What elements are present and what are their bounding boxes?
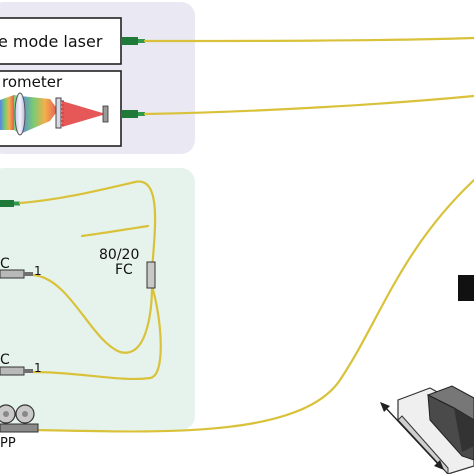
fiber-network-panel <box>0 168 195 430</box>
lower-port-name: C <box>0 352 10 368</box>
network-connector-icon <box>0 200 14 207</box>
fiber-lines <box>18 36 474 433</box>
input-beam <box>62 101 106 127</box>
input-fiber <box>18 180 157 272</box>
spectrometer-label: rometer <box>2 73 63 91</box>
spectrometer-connector-tip <box>138 112 145 116</box>
paddle-1-hub <box>3 411 9 417</box>
dispersed-beam <box>20 96 58 134</box>
motion-arrow-head-end <box>434 460 444 470</box>
paddle-base <box>0 423 39 433</box>
laser-fiber <box>143 36 474 43</box>
lower-port-number: 1 <box>34 361 42 375</box>
paddle-2-hub <box>22 411 28 417</box>
network-connector-tip <box>14 201 20 206</box>
diffraction-grating <box>55 97 62 129</box>
output-fiber <box>34 178 474 433</box>
coupler-name-label: FC <box>115 262 133 278</box>
sample-side <box>454 408 474 452</box>
upper-port-name: C <box>0 256 10 272</box>
spectrometer-connector-icon <box>121 110 138 118</box>
laser-box <box>0 17 122 65</box>
spectral-fan <box>0 95 14 130</box>
upper-port-fiber <box>31 273 154 354</box>
fiber-coupler-icon <box>146 261 156 289</box>
lower-port-ferrule-icon <box>0 366 25 376</box>
coupler-ratio-label: 80/20 <box>99 247 139 263</box>
motion-arrow-head-start <box>380 402 390 412</box>
upper-port-number: 1 <box>34 264 42 278</box>
motion-arrow <box>383 405 441 467</box>
detector-block <box>458 275 474 301</box>
entrance-slit <box>102 105 109 123</box>
laser-label: e mode laser <box>0 32 103 51</box>
spectrometer-lens <box>14 92 26 136</box>
coupler-tail-a <box>80 224 150 238</box>
polarization-label: PP <box>0 436 16 451</box>
laser-connector-icon <box>121 37 138 45</box>
upper-port-tip <box>24 272 33 276</box>
lower-port-tip <box>24 369 33 373</box>
spectrometer-fiber <box>143 94 474 116</box>
lower-port-fiber <box>31 284 162 381</box>
laser-connector-tip <box>138 39 145 43</box>
